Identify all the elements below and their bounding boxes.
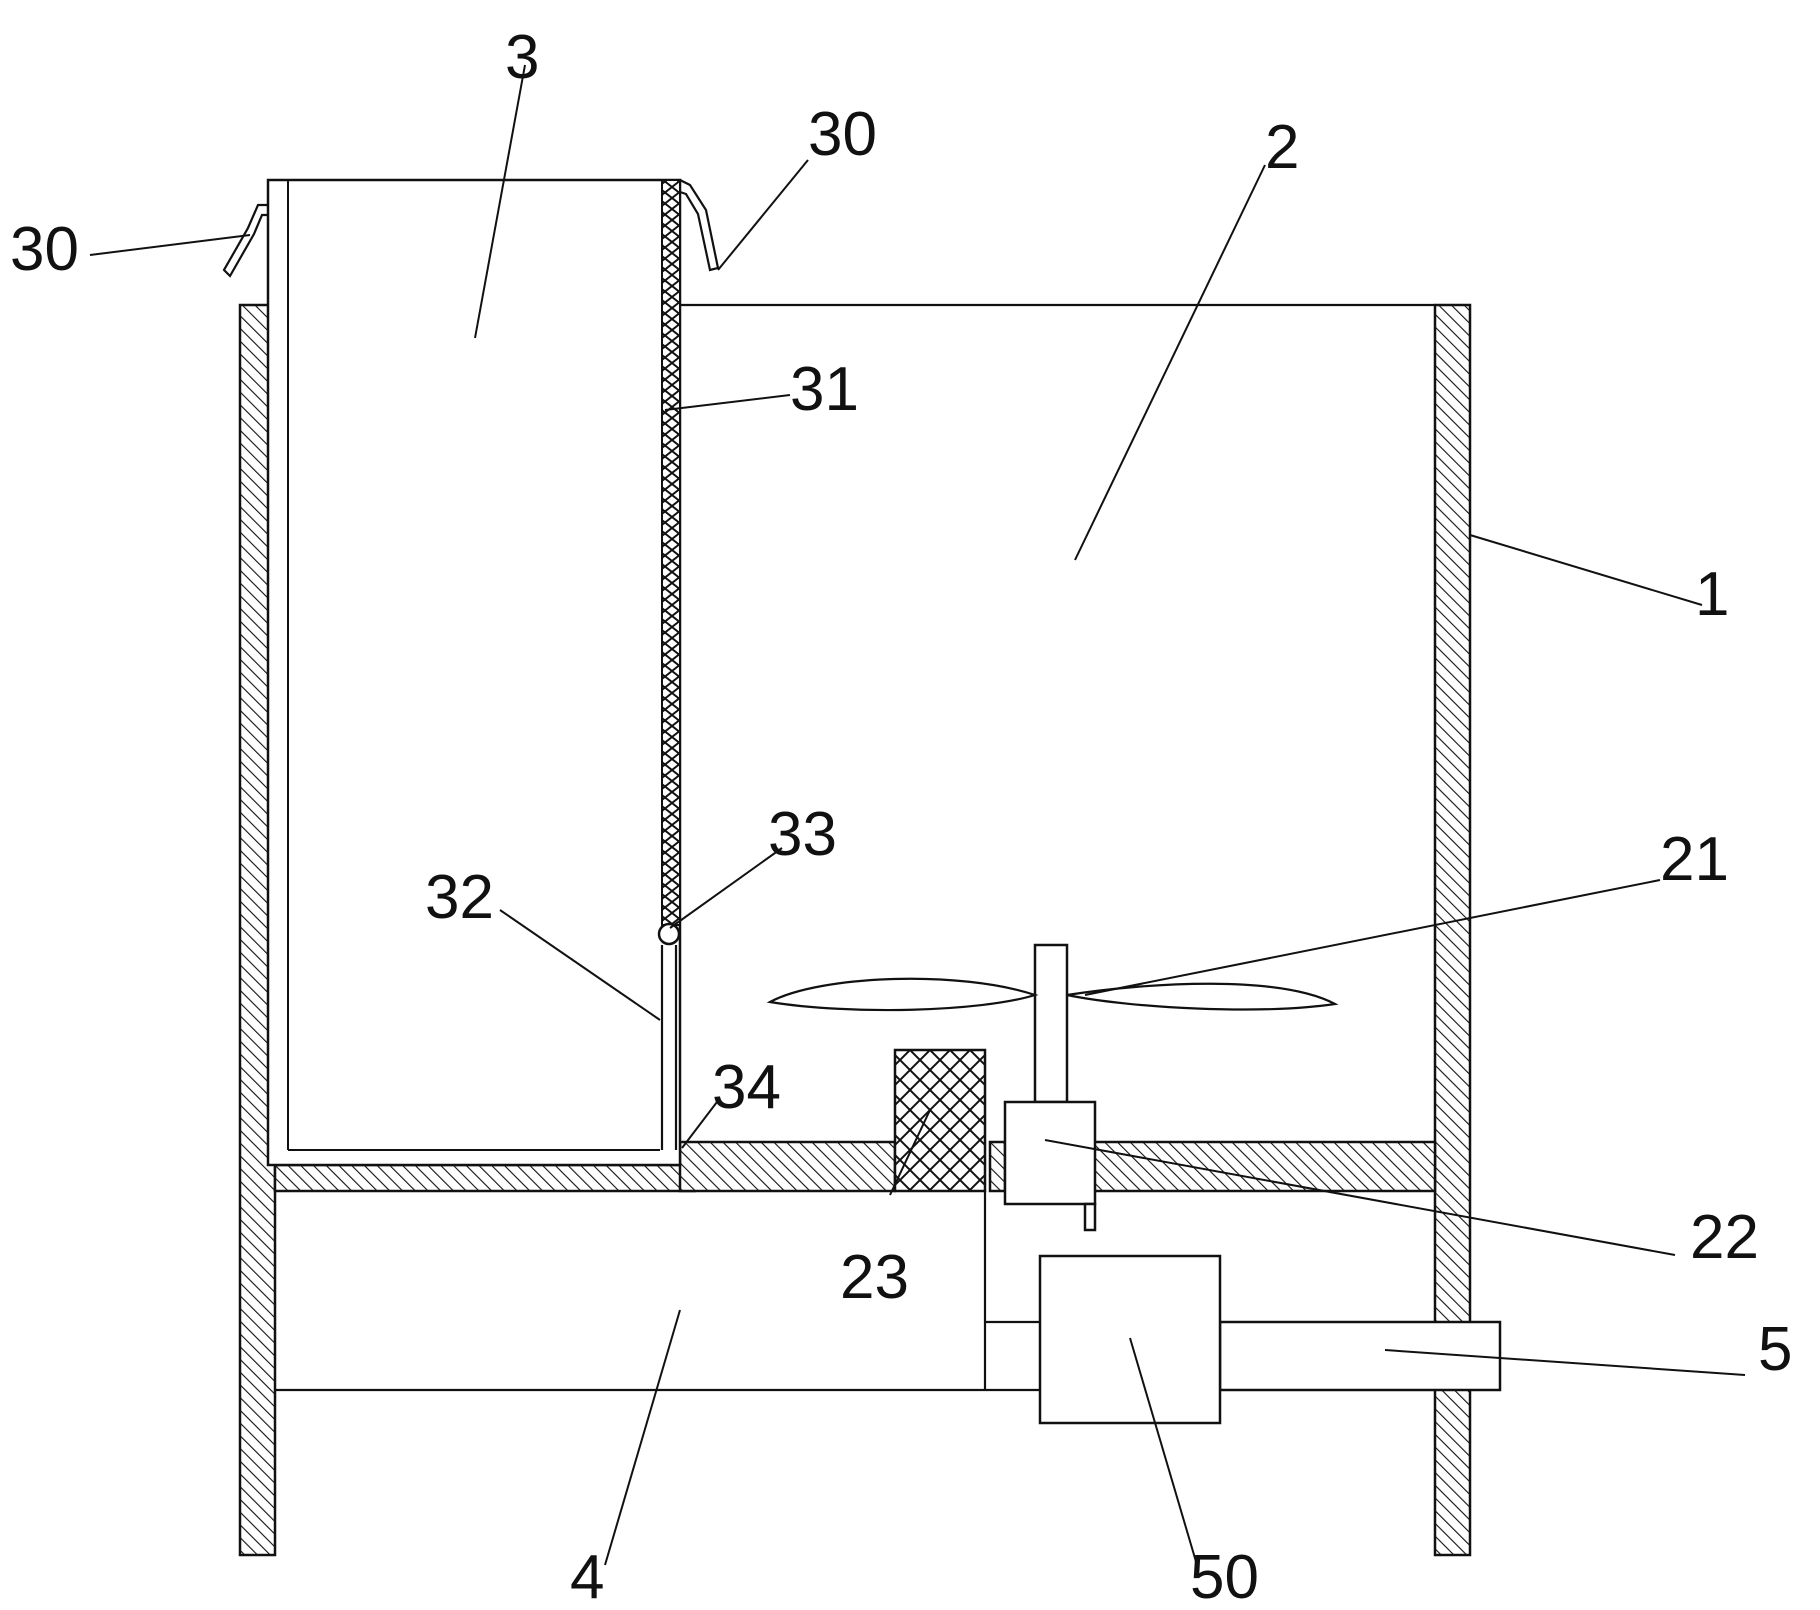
label-32: 32 xyxy=(425,863,494,932)
label-3: 3 xyxy=(505,23,539,92)
leader-1 xyxy=(1469,534,1703,606)
floor-right-segment xyxy=(1088,1140,1437,1193)
motor-pin xyxy=(1083,1202,1097,1232)
leader-31 xyxy=(664,394,791,411)
label-22: 22 xyxy=(1690,1203,1759,1272)
label-33: 33 xyxy=(768,800,837,869)
leader-33 xyxy=(669,847,783,929)
leader-21 xyxy=(1084,879,1661,996)
label-30-left: 30 xyxy=(10,215,79,284)
motor xyxy=(1003,1100,1097,1232)
filter-block xyxy=(893,1048,987,1390)
leader-5 xyxy=(1384,1349,1746,1376)
label-1: 1 xyxy=(1695,560,1729,629)
label-31: 31 xyxy=(790,355,859,424)
label-23: 23 xyxy=(840,1243,909,1312)
label-4: 4 xyxy=(570,1543,604,1610)
right-handle xyxy=(679,179,720,272)
leader-30b xyxy=(717,159,809,271)
label-2: 2 xyxy=(1265,113,1299,182)
floor-mid-segment xyxy=(678,1140,897,1193)
hinge-33 xyxy=(657,922,681,946)
mesh-strip xyxy=(661,179,681,926)
leader-2 xyxy=(1074,164,1266,561)
left-handle xyxy=(222,203,268,278)
stirrer xyxy=(766,943,1339,1104)
chamber-floor xyxy=(273,1140,1437,1193)
leader-34 xyxy=(681,1097,721,1149)
leader-50 xyxy=(1129,1337,1198,1566)
label-50: 50 xyxy=(1190,1543,1259,1610)
filter-basket xyxy=(266,178,682,1167)
reference-labels: 3 30 30 2 31 1 33 32 21 34 22 23 5 4 50 xyxy=(10,23,1792,1610)
basket-outer xyxy=(266,178,682,1167)
leader-lines xyxy=(89,64,1746,1566)
leader-4 xyxy=(604,1309,681,1566)
leader-3 xyxy=(474,64,526,339)
label-5: 5 xyxy=(1758,1315,1792,1384)
blade-left xyxy=(766,977,1039,1012)
filter-body xyxy=(893,1048,987,1193)
floor-center-segment xyxy=(988,1140,1007,1193)
label-21: 21 xyxy=(1660,825,1729,894)
leader-23 xyxy=(889,1109,931,1196)
label-30-right: 30 xyxy=(808,100,877,169)
stirrer-shaft xyxy=(1033,943,1069,1104)
motor-body xyxy=(1003,1100,1097,1206)
leader-30a xyxy=(89,234,251,256)
leader-22 xyxy=(1044,1139,1676,1256)
drain-pipe xyxy=(985,1254,1502,1425)
blade-right xyxy=(1066,982,1339,1011)
handles xyxy=(222,179,720,278)
leader-32 xyxy=(499,909,661,1021)
floor-left-segment xyxy=(273,1163,697,1193)
label-34: 34 xyxy=(712,1053,781,1122)
